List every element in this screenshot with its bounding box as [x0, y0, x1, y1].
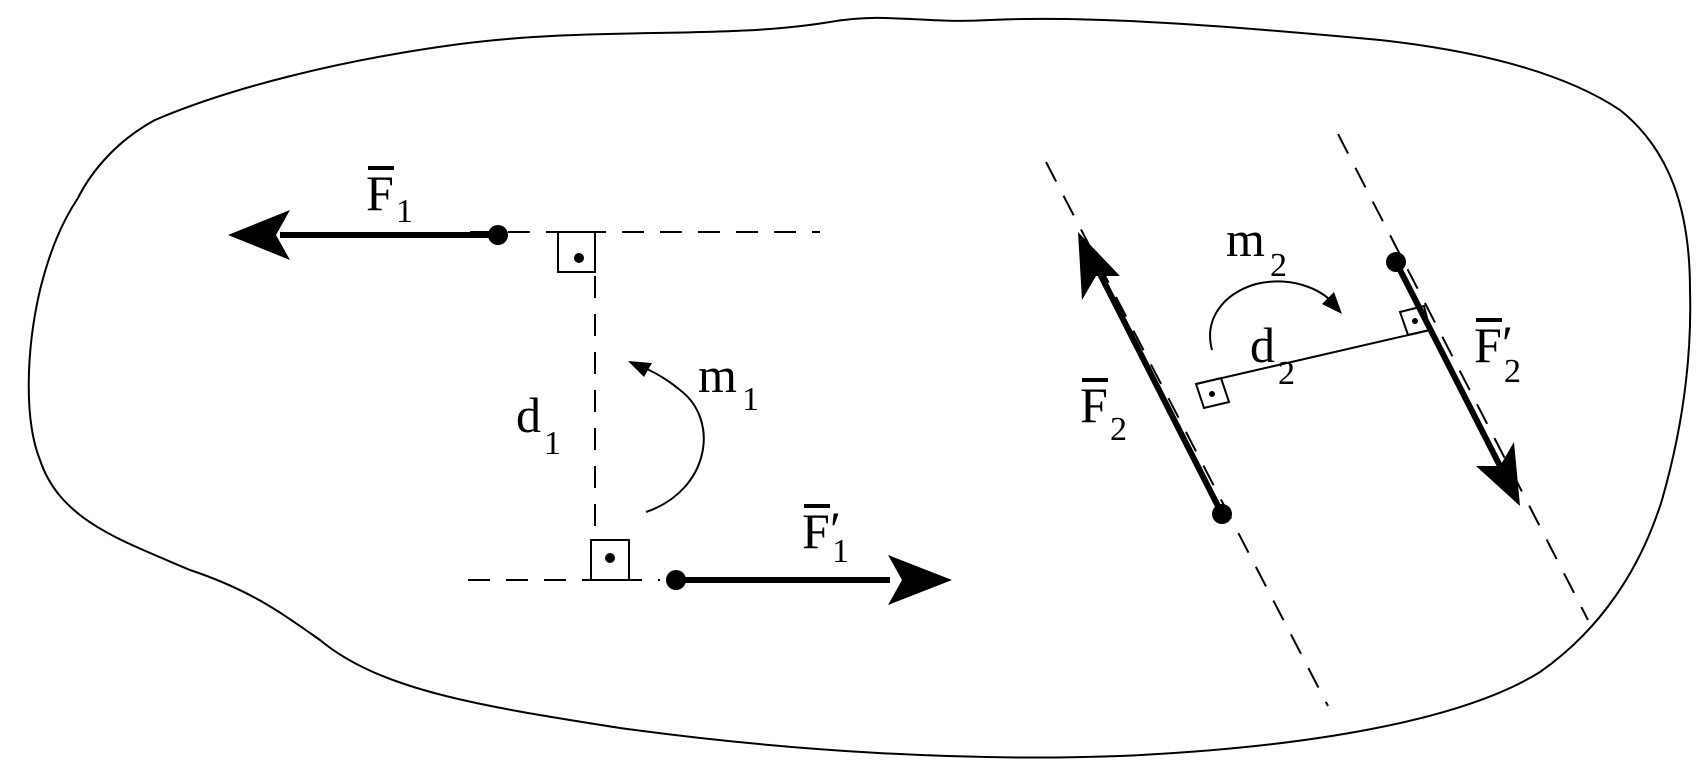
- f2p-line-of-action: [1337, 133, 1589, 621]
- force-f1-arrow: [228, 210, 508, 260]
- svg-text:1: 1: [396, 193, 413, 230]
- label-f1: F 1: [366, 165, 413, 230]
- svg-text:1: 1: [832, 533, 849, 570]
- moment-m2-arrow: [1209, 280, 1342, 351]
- moment-m1-arrow: [628, 361, 705, 513]
- rigid-body-outline: [27, 16, 1692, 759]
- svg-text:2: 2: [1110, 411, 1127, 448]
- svg-text:F: F: [366, 165, 394, 221]
- svg-text:′: ′: [830, 501, 841, 557]
- force-f2-prime-arrow: [1386, 252, 1520, 506]
- label-f1-prime: F ′ 1: [802, 501, 849, 570]
- svg-text:d: d: [516, 387, 541, 443]
- svg-text:F: F: [1080, 377, 1108, 433]
- f2-line-of-action: [1045, 161, 1329, 707]
- d2-distance-line: [1195, 329, 1431, 385]
- label-f2-prime: F ′ 2: [1474, 315, 1521, 390]
- svg-text:2: 2: [1504, 353, 1521, 390]
- svg-text:2: 2: [1270, 247, 1287, 284]
- label-m2: m 2: [1226, 211, 1287, 284]
- right-angle-mark-f2: [1194, 376, 1231, 410]
- svg-text:1: 1: [742, 381, 759, 418]
- svg-text:F: F: [802, 503, 830, 559]
- svg-text:F: F: [1474, 317, 1502, 373]
- svg-text:d: d: [1250, 317, 1275, 373]
- label-d2: d 2: [1250, 317, 1295, 392]
- label-m1: m 1: [698, 347, 759, 418]
- force-f1-prime-arrow: [666, 555, 952, 605]
- svg-text:1: 1: [544, 425, 561, 462]
- right-angle-mark-top: [557, 231, 596, 273]
- label-f2: F 2: [1080, 377, 1127, 448]
- svg-text:m: m: [1226, 211, 1265, 267]
- right-angle-mark-f2p: [1398, 304, 1432, 337]
- right-angle-mark-bottom: [590, 539, 630, 581]
- force-f2-arrow: [1078, 232, 1232, 524]
- svg-text:m: m: [698, 347, 737, 403]
- label-d1: d 1: [516, 387, 561, 462]
- svg-text:′: ′: [1502, 315, 1513, 371]
- svg-text:2: 2: [1278, 355, 1295, 392]
